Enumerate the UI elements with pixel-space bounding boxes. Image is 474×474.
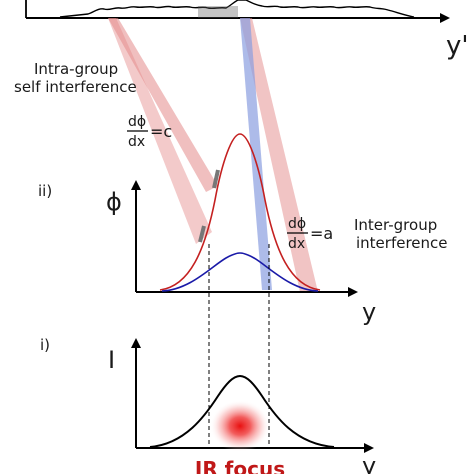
deriv-a-denominator: dx	[288, 236, 305, 252]
panel-i-x-axis-label: y	[362, 452, 376, 474]
deriv-c-numerator: dϕ	[128, 114, 146, 130]
deriv-a-value: =a	[310, 224, 333, 243]
top-profile-dark-fill	[198, 6, 238, 18]
inter-group-beam-red	[240, 18, 318, 292]
panel-ii-x-axis-label: y	[362, 298, 376, 326]
intra-group-beam-outer	[108, 18, 218, 192]
tangent-marker-lower	[198, 225, 206, 243]
intra-group-beam-lower	[108, 18, 212, 244]
top-panel: y'	[25, 0, 469, 61]
intra-group-label-line1: Intra-group	[34, 60, 118, 78]
phase-curve-red	[159, 133, 321, 291]
panel-ii-y-axis-label: ϕ	[106, 188, 122, 216]
intra-group-label-line2: self interference	[14, 78, 137, 96]
deriv-c-denominator: dx	[128, 134, 145, 150]
top-noisy-profile	[59, 0, 415, 18]
phase-curve-blue	[161, 252, 319, 292]
annotations: Intra-group self interference dϕ dx =c d…	[14, 60, 448, 252]
ir-focus-label: IR focus	[195, 457, 285, 474]
panel-i-y-axis-label: I	[108, 346, 115, 374]
tangent-marker-upper	[212, 169, 220, 189]
panel-i-tag: i)	[40, 336, 50, 354]
panel-i: i) I y IR focus	[40, 336, 376, 474]
inter-group-label-line1: Inter-group	[354, 216, 437, 234]
intensity-curve	[149, 374, 335, 448]
deriv-c-value: =c	[150, 122, 172, 141]
inter-group-beam-blue	[240, 18, 272, 290]
top-axis-label: y'	[446, 31, 469, 61]
dashed-guides	[208, 244, 270, 448]
panel-ii-tag: ii)	[38, 182, 52, 200]
ir-focus-spot	[210, 400, 270, 452]
inter-group-label-line2: interference	[356, 234, 448, 252]
panel-ii: ii) ϕ y	[38, 133, 376, 326]
beams	[108, 18, 318, 292]
deriv-a-numerator: dϕ	[288, 216, 306, 232]
